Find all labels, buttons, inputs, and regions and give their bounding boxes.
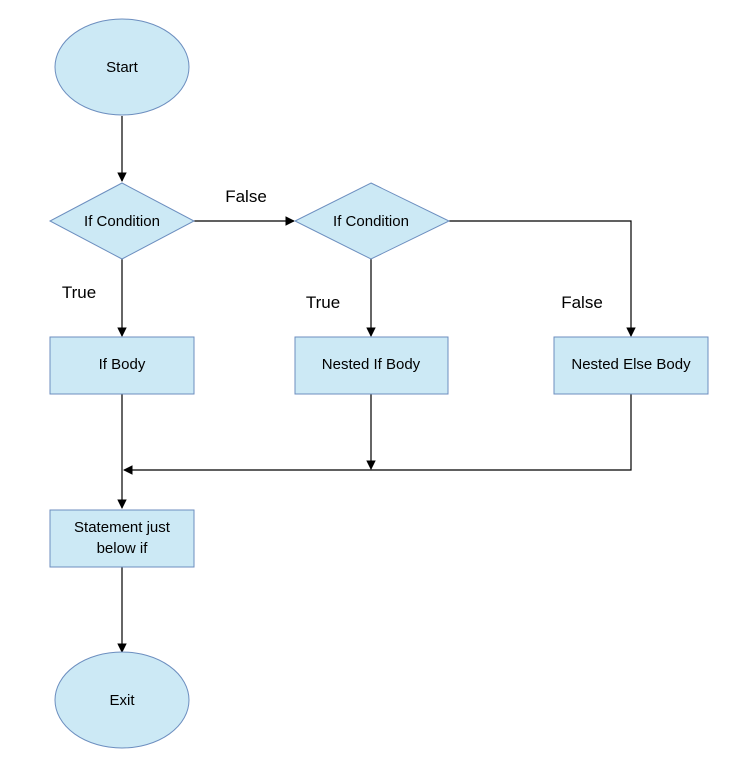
edge-label-cond2-false: False [561,293,603,312]
nested-if-body-label: Nested If Body [322,356,421,373]
nested-if-body-node: Nested If Body [294,336,449,395]
statement-label-line-2: below if [97,540,149,557]
if-body-node: If Body [49,336,195,395]
exit-label: Exit [109,692,135,709]
edge-label-cond1-true: True [62,283,96,302]
nested-else-body-label: Nested Else Body [571,356,691,373]
nested-else-body-node: Nested Else Body [553,336,709,395]
exit-node: Exit [54,651,190,749]
condition-1-label: If Condition [84,213,160,230]
start-label: Start [106,59,139,76]
edge-condition2-false [449,220,636,337]
edge-label-cond1-false: False [225,187,267,206]
edge-label-cond2-true: True [306,293,340,312]
edge-nested-else-merge [123,394,632,475]
condition-2-label: If Condition [333,213,409,230]
start-node: Start [54,18,190,116]
condition-2-node: If Condition [293,182,451,260]
statement-label-line-1: Statement just [74,519,171,536]
if-body-label: If Body [99,356,146,373]
condition-1-node: If Condition [48,182,196,260]
statement-node: Statement just below if [49,509,195,568]
